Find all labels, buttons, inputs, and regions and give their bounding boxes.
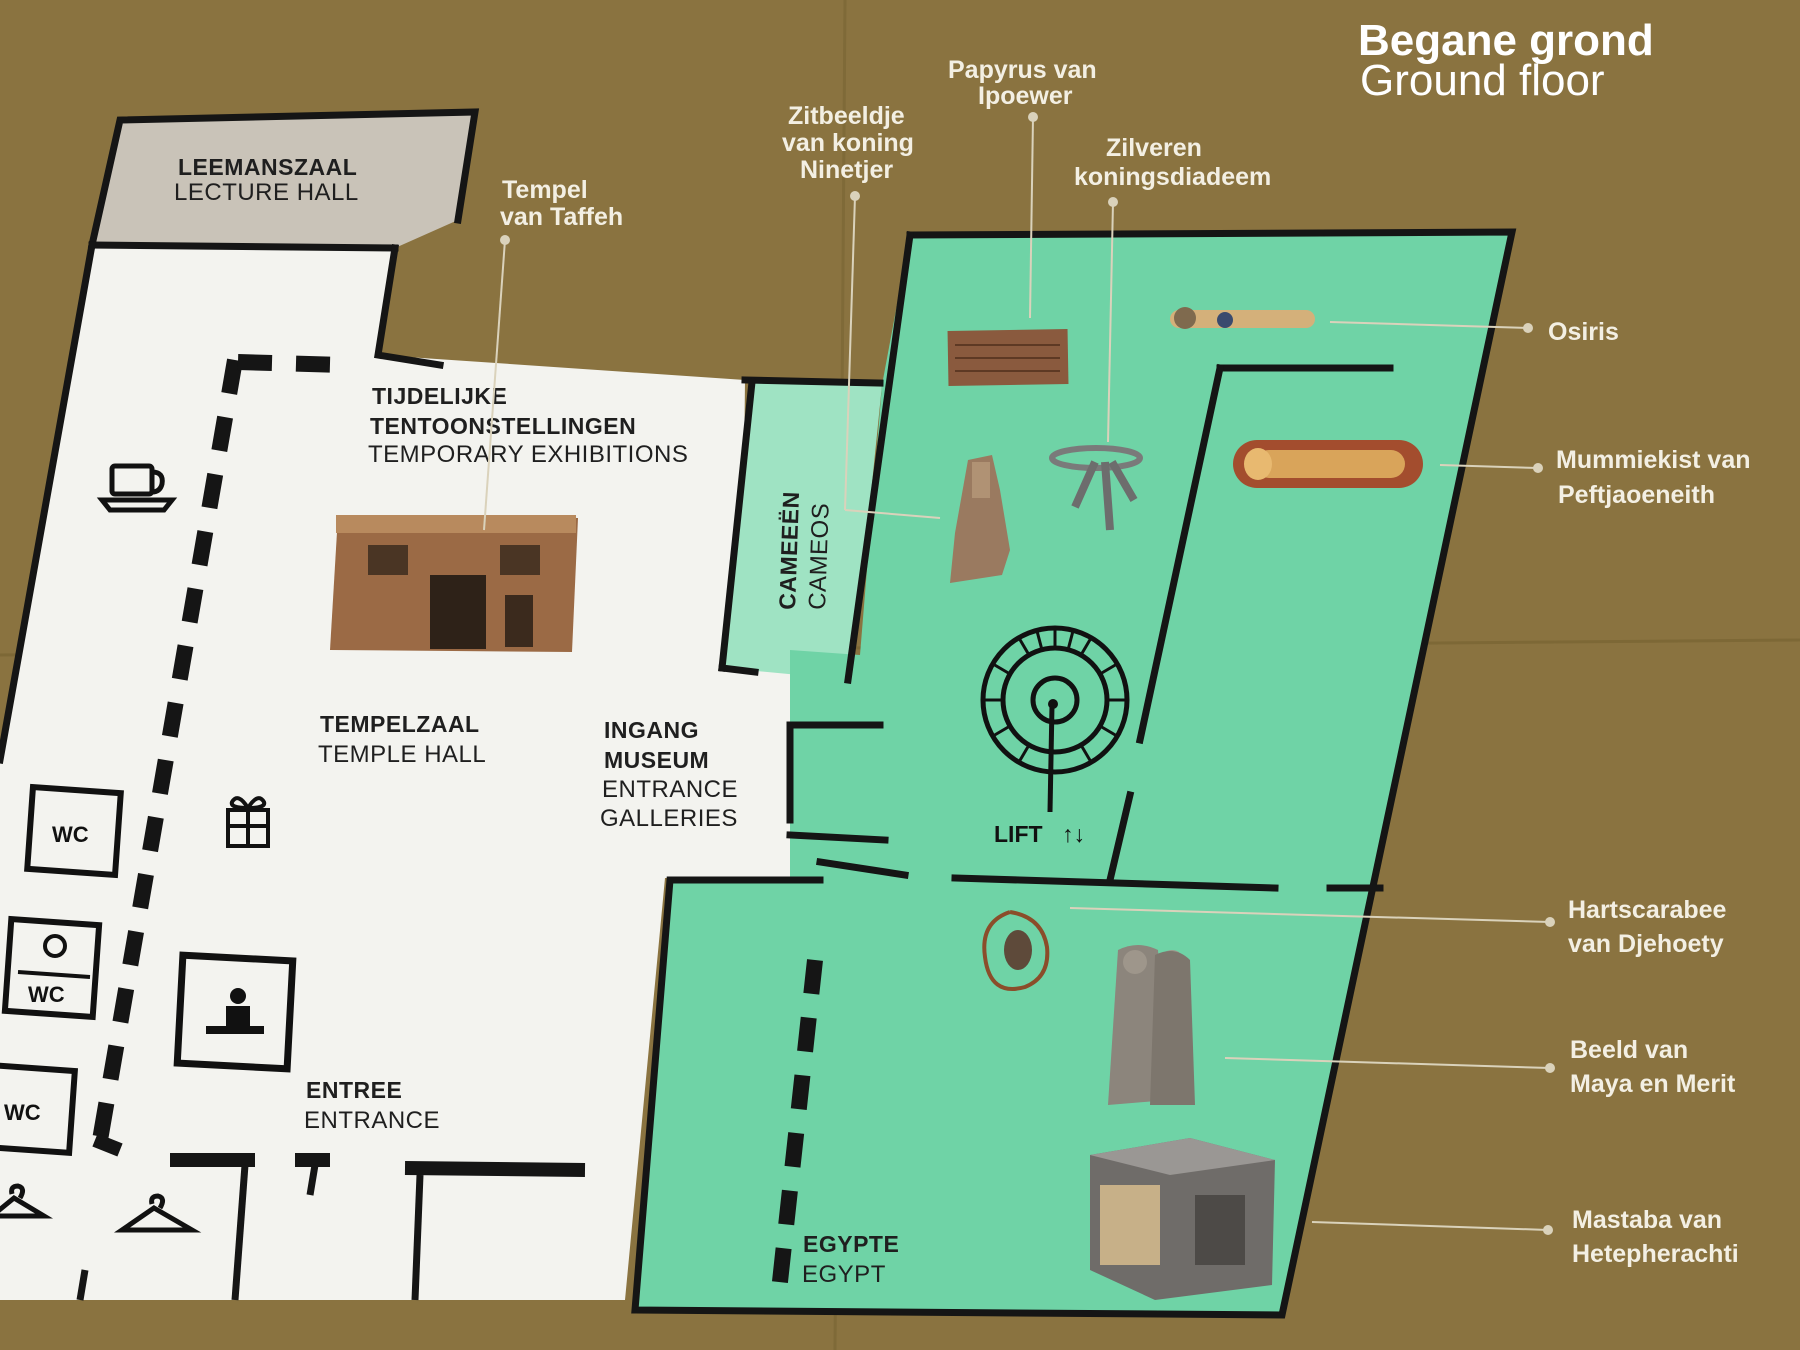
cloakroom-icon (0, 1183, 54, 1219)
cameos-label-nl: CAMEEËN (774, 491, 804, 610)
annotation-osiris: Osiris (1548, 318, 1619, 346)
annotation-papyrus-1: Papyrus van (948, 56, 1097, 84)
statue-maya-merit-image[interactable] (1108, 945, 1195, 1105)
floor-title-en: Ground floor (1360, 56, 1605, 105)
annotation-hartscarabee-2: van Djehoety (1568, 930, 1724, 958)
silver-diadem-image[interactable] (1049, 445, 1143, 531)
annotation-zitbeeldje-1: Zitbeeldje (788, 102, 905, 130)
osiris-figure-image[interactable] (1170, 307, 1315, 329)
lift-icon[interactable]: LIFT ↑↓ (980, 625, 1130, 847)
wheelchair-icon (43, 934, 67, 958)
wc-text: WC (28, 982, 65, 1007)
temple-of-taffeh-image[interactable] (330, 515, 578, 652)
cloakroom-walls (76, 1164, 424, 1301)
temporary-label-nl-2: TENTOONSTELLINGEN (370, 413, 636, 439)
annotation-papyrus-2: Ipoewer (978, 82, 1073, 110)
papyrus-image[interactable] (947, 328, 1069, 387)
information-desk-icon[interactable] (173, 951, 297, 1073)
annotation-mummiekist-2: Peftjaoeneith (1558, 481, 1715, 509)
egypt-label-en: EGYPT (802, 1261, 886, 1288)
entrance-galleries-label-en-1: ENTRANCE (602, 776, 738, 803)
lecture-hall-label-nl: LEEMANSZAAL (178, 154, 357, 180)
cloakroom-icon (113, 1193, 202, 1233)
annotation-dots (500, 112, 1555, 1235)
walls (0, 108, 1517, 1319)
entrance-galleries-label-nl-2: MUSEUM (604, 747, 709, 773)
annotation-mastaba-1: Mastaba van (1572, 1206, 1722, 1234)
annotation-zitbeeldje-2: van koning (782, 129, 914, 157)
lift-label: LIFT (994, 821, 1043, 847)
gift-shop-icon (226, 796, 270, 848)
mummy-coffin-image[interactable] (1233, 440, 1423, 488)
entrance-label-nl: ENTREE (306, 1077, 402, 1103)
cameos-area[interactable] (725, 382, 882, 680)
heart-scarab-image[interactable] (982, 910, 1050, 991)
temporary-label-en: TEMPORARY EXHIBITIONS (368, 441, 688, 468)
wc-icon[interactable]: WC (0, 1062, 79, 1157)
annotation-diadeem-2: koningsdiadeem (1074, 163, 1271, 191)
annotation-leaders (483, 116, 1551, 1231)
temple-hall-label-en: TEMPLE HALL (318, 741, 486, 768)
annotation-beeld-2: Maya en Merit (1570, 1070, 1736, 1098)
floor-title-nl: Begane grond (1358, 16, 1654, 65)
entrance-galleries-label-en-2: GALLERIES (600, 805, 738, 832)
wc-text: WC (52, 822, 89, 847)
accessible-wc-icon[interactable]: WC (1, 915, 103, 1021)
lecture-hall-area[interactable] (92, 112, 475, 248)
temporary-label-nl-1: TIJDELIJKE (372, 383, 507, 409)
seated-statue-image[interactable] (950, 455, 1010, 583)
annotation-diadeem-1: Zilveren (1106, 134, 1202, 162)
temple-hall-area[interactable] (0, 245, 790, 1300)
annotation-zitbeeldje-3: Ninetjer (800, 156, 893, 184)
mastaba-image[interactable] (1090, 1138, 1275, 1300)
lecture-hall-label-en: LECTURE HALL (174, 179, 359, 206)
interior-partitions (92, 354, 823, 1301)
entrance-label-en: ENTRANCE (304, 1107, 440, 1134)
annotation-mastaba-2: Hetepherachti (1572, 1240, 1739, 1268)
annotation-mummiekist-1: Mummiekist van (1556, 446, 1751, 474)
wc-text: WC (4, 1100, 41, 1125)
annotation-tempel-2: van Taffeh (500, 203, 623, 231)
annotation-tempel-1: Tempel (502, 176, 588, 204)
cafe-icon (96, 463, 178, 513)
annotation-beeld-1: Beeld van (1570, 1036, 1688, 1064)
egypt-label-nl: EGYPTE (803, 1231, 899, 1257)
entrance-galleries-label-nl-1: INGANG (604, 717, 699, 743)
entrance-walls (92, 1133, 586, 1177)
cameos-label-en: CAMEOS (804, 502, 835, 610)
lift-arrows: ↑↓ (1062, 821, 1085, 847)
annotation-hartscarabee-1: Hartscarabee (1568, 896, 1727, 924)
egypt-galleries-area[interactable] (635, 232, 1512, 1315)
wc-icon[interactable]: WC (24, 783, 124, 879)
temple-hall-label-nl: TEMPELZAAL (320, 711, 480, 737)
